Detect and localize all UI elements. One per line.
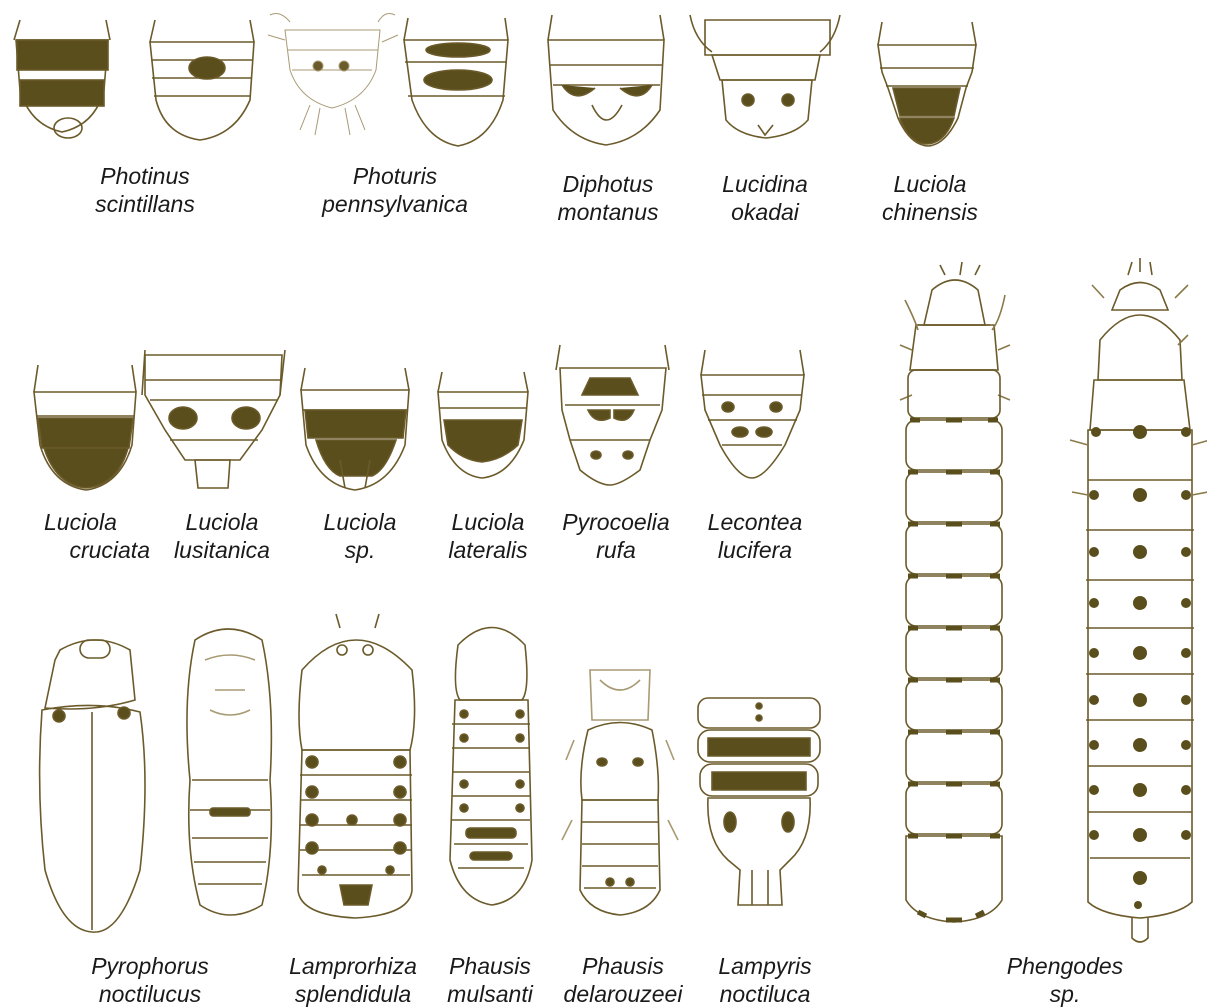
drawing-lucidina-okadai bbox=[690, 15, 840, 138]
label-line: Diphotus bbox=[538, 170, 678, 198]
label-line: Phengodes bbox=[990, 952, 1140, 980]
label-photinus-scintillans: Photinus scintillans bbox=[70, 162, 220, 218]
label-lecontea-lucifera: Lecontea lucifera bbox=[690, 508, 820, 564]
label-line: Pyrophorus bbox=[70, 952, 230, 980]
label-line: Luciola bbox=[428, 508, 548, 536]
label-line: scintillans bbox=[70, 190, 220, 218]
drawing-photinus-scintillans-2 bbox=[150, 20, 254, 140]
label-lucidina-okadai: Lucidina okadai bbox=[700, 170, 830, 226]
label-line: sp. bbox=[300, 536, 420, 564]
label-phausis-delarouzeei: Phausis delarouzeei bbox=[548, 952, 698, 1008]
label-line: lusitanica bbox=[152, 536, 292, 564]
drawing-pyrocoelia-rufa bbox=[556, 345, 669, 485]
label-phengodes-sp: Phengodes sp. bbox=[990, 952, 1140, 1008]
label-photuris-pennsylvanica: Photuris pennsylvanica bbox=[300, 162, 490, 218]
label-line: delarouzeei bbox=[548, 980, 698, 1008]
drawing-lecontea-lucifera bbox=[701, 350, 804, 478]
label-luciola-lusitanica: Luciola lusitanica bbox=[152, 508, 292, 564]
drawing-phausis-mulsanti bbox=[450, 628, 532, 906]
label-line: mulsanti bbox=[430, 980, 550, 1008]
label-phausis-mulsanti: Phausis mulsanti bbox=[430, 952, 550, 1008]
label-line: Luciola bbox=[300, 508, 420, 536]
label-pyrophorus-noctilucus: Pyrophorus noctilucus bbox=[70, 952, 230, 1008]
label-line: Luciola bbox=[860, 170, 1000, 198]
label-pyrocoelia-rufa: Pyrocoelia rufa bbox=[546, 508, 686, 564]
label-line: Lucidina bbox=[700, 170, 830, 198]
label-line: okadai bbox=[700, 198, 830, 226]
drawing-lampyris-noctiluca bbox=[698, 698, 820, 905]
label-line: Phausis bbox=[430, 952, 550, 980]
label-line: Lamprorhiza bbox=[268, 952, 438, 980]
drawing-phengodes-sp-2 bbox=[1070, 258, 1207, 942]
label-line: pennsylvanica bbox=[300, 190, 490, 218]
label-line: lateralis bbox=[428, 536, 548, 564]
label-line: noctilucus bbox=[70, 980, 230, 1008]
label-line: Lampyris bbox=[700, 952, 830, 980]
label-line: Pyrocoelia bbox=[546, 508, 686, 536]
label-line: splendidula bbox=[268, 980, 438, 1008]
drawing-lamprorhiza-splendidula-2 bbox=[298, 614, 415, 918]
label-line: lucifera bbox=[690, 536, 820, 564]
drawing-photuris-pennsylvanica-2 bbox=[404, 18, 508, 146]
label-line: cruciata bbox=[30, 536, 150, 564]
drawing-photinus-scintillans-1 bbox=[14, 20, 110, 138]
label-lamprorhiza-splendidula: Lamprorhiza splendidula bbox=[268, 952, 438, 1008]
label-line: Photuris bbox=[300, 162, 490, 190]
drawing-luciola-lateralis bbox=[438, 372, 528, 478]
label-line: Photinus bbox=[70, 162, 220, 190]
label-luciola-sp: Luciola sp. bbox=[300, 508, 420, 564]
drawing-lamprorhiza-splendidula-1 bbox=[187, 629, 271, 915]
label-line: Luciola bbox=[152, 508, 292, 536]
label-lampyris-noctiluca: Lampyris noctiluca bbox=[700, 952, 830, 1008]
drawing-diphotus-montanus bbox=[548, 15, 664, 145]
drawing-phausis-delarouzeei bbox=[562, 670, 678, 915]
label-luciola-lateralis: Luciola lateralis bbox=[428, 508, 548, 564]
drawing-phengodes-sp-1 bbox=[900, 262, 1010, 922]
label-luciola-cruciata: Luciola cruciata bbox=[30, 508, 150, 564]
label-line: Phausis bbox=[548, 952, 698, 980]
label-line: Lecontea bbox=[690, 508, 820, 536]
label-luciola-chinensis: Luciola chinensis bbox=[860, 170, 1000, 226]
drawing-luciola-chinensis bbox=[878, 22, 976, 146]
label-line: chinensis bbox=[860, 198, 1000, 226]
drawing-luciola-lusitanica bbox=[142, 350, 285, 488]
label-diphotus-montanus: Diphotus montanus bbox=[538, 170, 678, 226]
drawing-luciola-sp bbox=[301, 368, 409, 490]
label-line: rufa bbox=[546, 536, 686, 564]
label-line: montanus bbox=[538, 198, 678, 226]
drawing-pyrophorus-noctilucus bbox=[40, 640, 145, 932]
label-line: noctiluca bbox=[700, 980, 830, 1008]
drawing-luciola-cruciata bbox=[34, 365, 136, 490]
drawing-photuris-pennsylvanica-1 bbox=[268, 14, 398, 135]
label-line: Luciola bbox=[30, 508, 150, 536]
label-line: sp. bbox=[990, 980, 1140, 1008]
